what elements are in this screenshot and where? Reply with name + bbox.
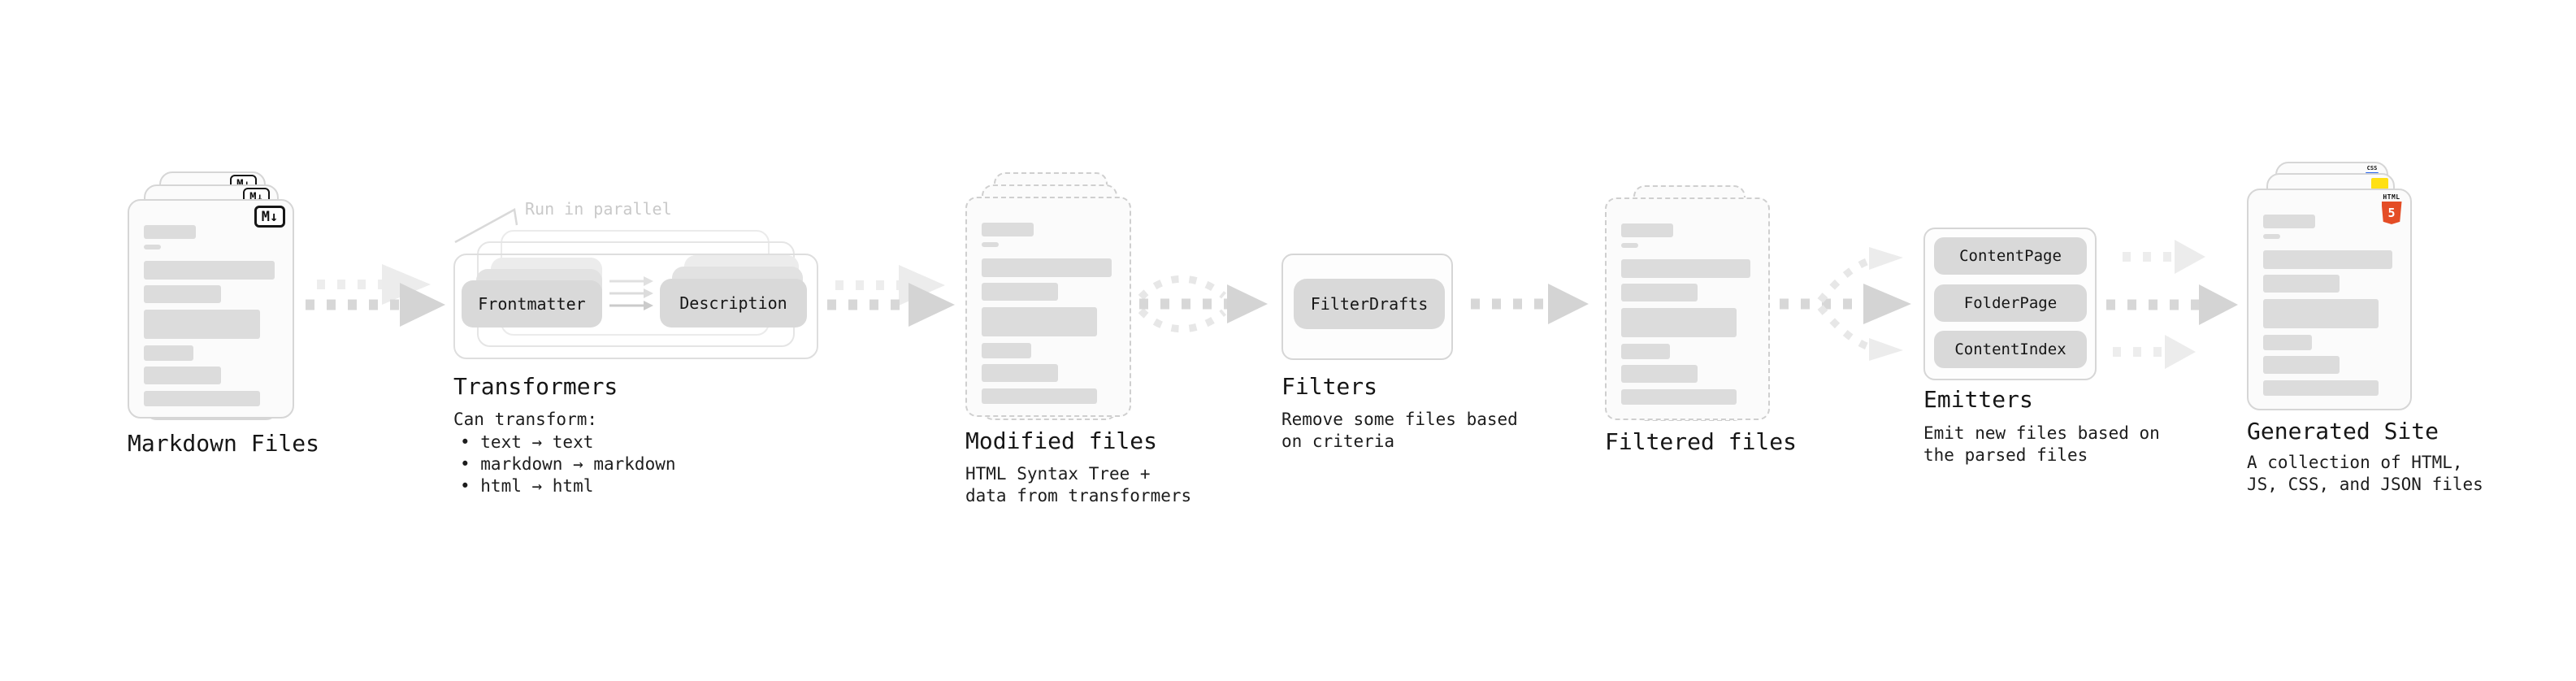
- file-content-placeholder: [2263, 215, 2392, 396]
- transformers-bullet-3: • html → html: [460, 476, 594, 496]
- modified-file-card-front: [965, 197, 1131, 417]
- text-line-bar: [982, 388, 1098, 404]
- modified-files-caption-1: HTML Syntax Tree +: [965, 464, 1151, 484]
- file-content-placeholder: [144, 225, 275, 406]
- text-line-bar: [1621, 243, 1638, 248]
- text-line-bar: [144, 261, 275, 280]
- text-line-bar: [144, 285, 221, 303]
- arrow-emitters-to-generated: [2106, 240, 2238, 369]
- generated-site-caption-1: A collection of HTML,: [2247, 453, 2463, 472]
- text-line-bar: [2263, 215, 2315, 228]
- js-icon: [2371, 178, 2388, 189]
- contentindex-pill: ContentIndex: [1934, 331, 2087, 368]
- arrow-filters-to-filtered: [1471, 284, 1589, 324]
- text-line-bar: [982, 343, 1031, 358]
- text-line-bar: [2263, 275, 2340, 293]
- filtered-file-card-front: [1605, 197, 1770, 420]
- text-line-bar: [144, 391, 261, 406]
- run-in-parallel-annotation: Run in parallel: [525, 199, 672, 219]
- description-pill: Description: [660, 279, 807, 327]
- markdown-icon: M↓: [254, 206, 285, 228]
- folderpage-pill: FolderPage: [1934, 284, 2087, 322]
- transformers-bullet-1: • text → text: [460, 432, 594, 452]
- text-line-bar: [2263, 380, 2379, 396]
- text-line-bar: [1621, 308, 1737, 337]
- file-content-placeholder: [1621, 223, 1750, 405]
- text-line-bar: [1621, 284, 1698, 301]
- transformers-label: Transformers: [453, 373, 618, 400]
- arrow-markdown-to-transformers: [306, 264, 445, 327]
- modified-files-label: Modified files: [965, 427, 1158, 454]
- html5-icon-shield: 5: [2381, 202, 2402, 224]
- text-line-bar: [2263, 234, 2280, 239]
- filters-caption-1: Remove some files based: [1281, 410, 1518, 429]
- text-line-bar: [1621, 259, 1750, 278]
- html5-icon-word: HTML: [2383, 193, 2400, 201]
- text-line-bar: [2263, 250, 2392, 269]
- text-line-bar: [144, 225, 197, 239]
- text-line-bar: [982, 283, 1059, 301]
- text-line-bar: [982, 258, 1112, 277]
- text-line-bar: [144, 367, 221, 384]
- text-line-bar: [1621, 344, 1671, 359]
- markdown-files-label: Markdown Files: [128, 430, 320, 457]
- generated-file-card-html: HTML 5: [2247, 189, 2412, 410]
- generated-site-caption-2: JS, CSS, and JSON files: [2247, 475, 2483, 494]
- file-content-placeholder: [982, 223, 1112, 404]
- text-line-bar: [1621, 365, 1698, 383]
- emitters-caption-2: the parsed files: [1923, 445, 2088, 465]
- arrow-modified-to-filters-merge: [1138, 275, 1268, 333]
- css-icon-word: CSS: [2366, 165, 2378, 171]
- text-line-bar: [982, 223, 1034, 236]
- emitters-caption-1: Emit new files based on: [1923, 423, 2160, 443]
- text-line-bar: [144, 310, 261, 339]
- markdown-file-card-front: M↓: [128, 199, 294, 419]
- text-line-bar: [2263, 299, 2379, 328]
- text-line-bar: [2263, 356, 2340, 374]
- transformers-caption-title: Can transform:: [453, 410, 598, 429]
- text-line-bar: [2263, 335, 2313, 350]
- text-line-bar: [144, 345, 194, 361]
- arrow-filtered-to-emitters-split: [1780, 247, 1911, 361]
- filterdrafts-pill: FilterDrafts: [1294, 279, 1445, 329]
- contentpage-pill: ContentPage: [1934, 237, 2087, 275]
- html5-icon: HTML 5: [2381, 194, 2402, 224]
- filters-caption-2: on criteria: [1281, 432, 1395, 451]
- modified-files-caption-2: data from transformers: [965, 486, 1192, 505]
- emitters-label: Emitters: [1923, 386, 2033, 413]
- generated-site-label: Generated Site: [2247, 418, 2439, 445]
- text-line-bar: [1621, 389, 1737, 405]
- text-line-bar: [982, 364, 1059, 382]
- arrow-transformers-to-modified: [827, 265, 955, 327]
- text-line-bar: [1621, 223, 1673, 237]
- text-line-bar: [982, 307, 1098, 336]
- frontmatter-pill: Frontmatter: [462, 280, 602, 327]
- text-line-bar: [982, 242, 999, 247]
- filters-label: Filters: [1281, 373, 1378, 400]
- filtered-files-label: Filtered files: [1605, 428, 1798, 455]
- transformers-bullet-2: • markdown → markdown: [460, 454, 676, 474]
- text-line-bar: [144, 245, 161, 249]
- transformer-box-front: [453, 254, 818, 359]
